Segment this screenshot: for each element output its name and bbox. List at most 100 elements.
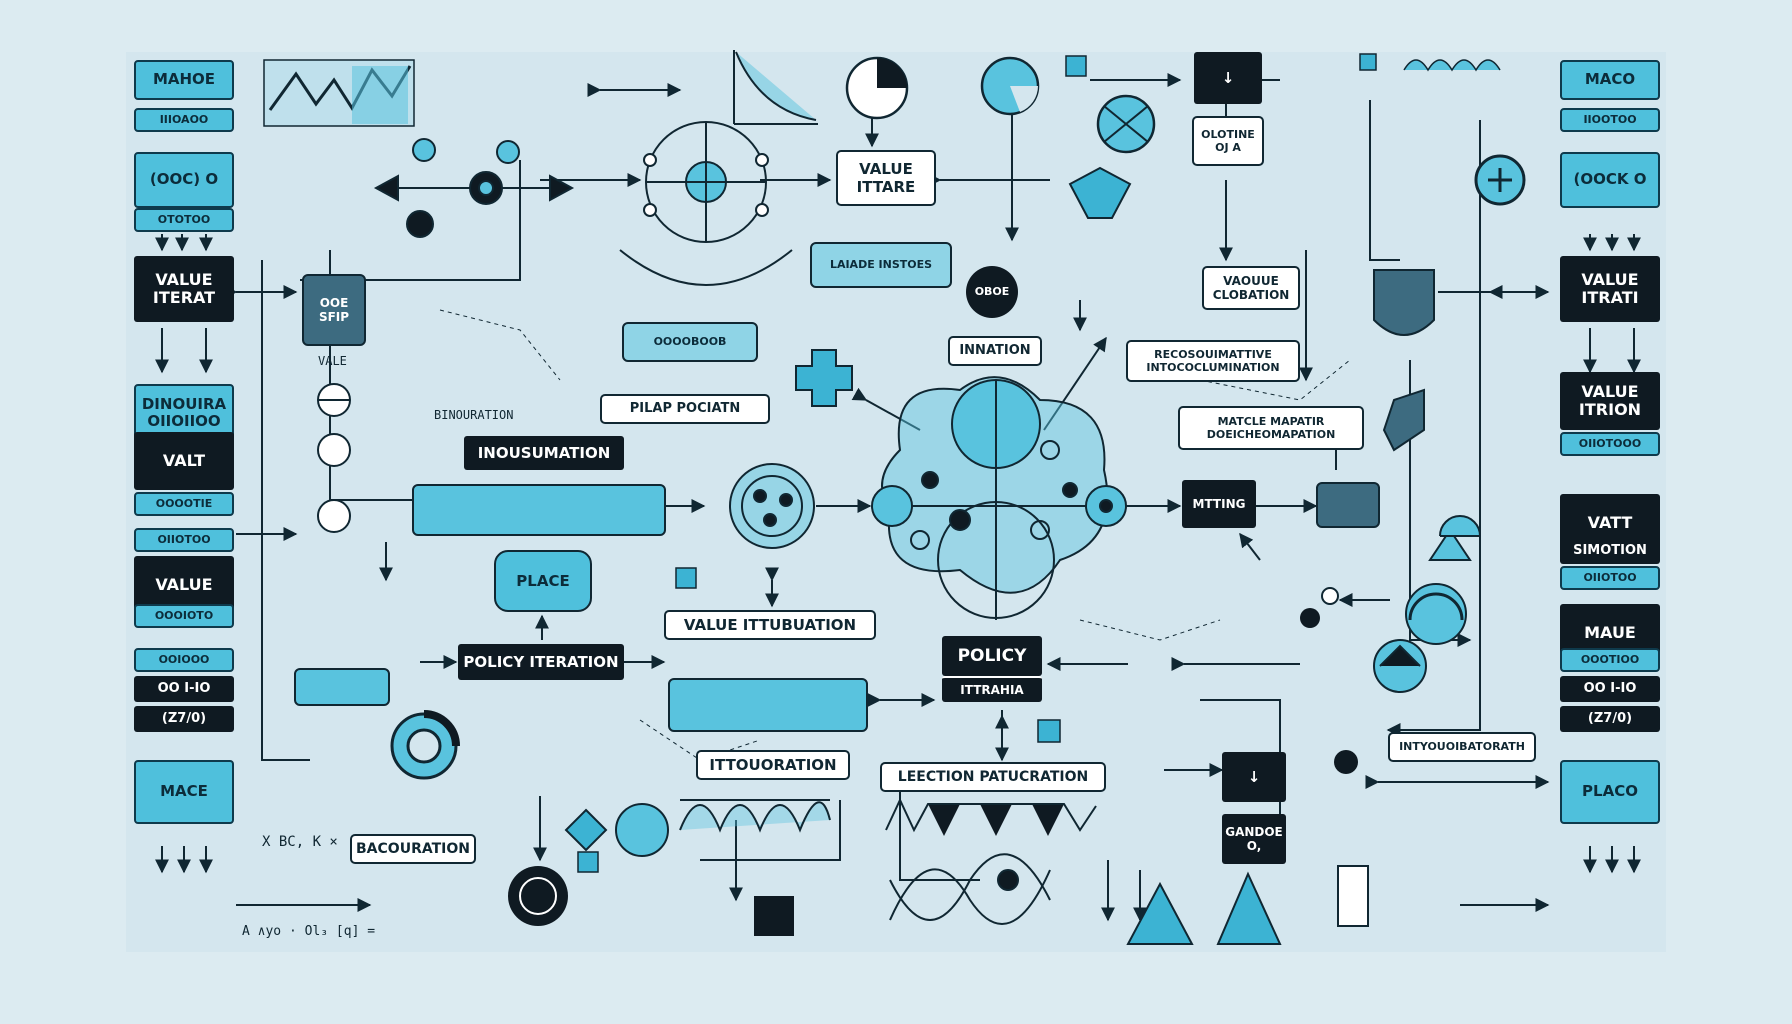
node-label: INNATION xyxy=(959,343,1031,359)
sidebar-item[interactable]: MACE xyxy=(134,760,234,824)
node-top-right-dark[interactable]: ↓ xyxy=(1194,52,1262,104)
process-bar[interactable] xyxy=(668,678,868,732)
value-note: VALE xyxy=(318,354,347,368)
sidebar-item[interactable]: PLACO xyxy=(1560,760,1660,824)
node-label: ↓ xyxy=(1247,768,1261,786)
node-bacouration[interactable]: BACOURATION xyxy=(350,834,476,864)
process-bar[interactable] xyxy=(1316,482,1380,528)
node-label: PLACE xyxy=(516,572,570,590)
node-label: PILAP POCIATN xyxy=(629,401,741,417)
triangle-icon xyxy=(1216,871,1282,945)
sidebar-item[interactable]: OOOTIOO xyxy=(1560,648,1660,672)
shield-icon xyxy=(1373,269,1435,336)
square-icon xyxy=(1037,719,1061,743)
sidebar-item[interactable]: VALT xyxy=(134,432,234,490)
node-label: RECOSOUIMATTIVE INTOCOCLUMINATION xyxy=(1146,347,1280,374)
node-label: POLICY xyxy=(957,645,1027,666)
node-label: VALUE ITTUBUATION xyxy=(683,616,857,634)
dashed-connector xyxy=(439,309,561,381)
node-value-clonation[interactable]: VAOUUE CLOBATION xyxy=(1202,266,1300,310)
sidebar-item[interactable]: SIMOTION xyxy=(1560,538,1660,564)
node-label: VAOUUE CLOBATION xyxy=(1212,273,1290,302)
node-chain-icon xyxy=(373,138,575,238)
connector xyxy=(700,800,841,861)
dashed-connector xyxy=(1199,359,1351,401)
triangle-icon xyxy=(1126,881,1194,945)
node-policy-iteration[interactable]: POLICY ITERATION xyxy=(458,644,624,680)
binouration-note: BINOURATION xyxy=(434,408,514,422)
sidebar-item[interactable]: OO I-IO xyxy=(134,676,234,702)
sidebar-item[interactable]: (OOCK O xyxy=(1560,152,1660,208)
process-bar[interactable] xyxy=(294,668,390,706)
sidebar-item[interactable]: IIIOAOO xyxy=(134,108,234,132)
node-label: MTTING xyxy=(1192,496,1246,511)
gauge-icon xyxy=(1373,515,1482,693)
node-mtting[interactable]: MTTING xyxy=(1182,480,1256,528)
node-place[interactable]: PLACE xyxy=(494,550,592,612)
sidebar-item[interactable]: MACO xyxy=(1560,60,1660,100)
segmented-circle-icon xyxy=(1096,94,1156,154)
zigzag-icon xyxy=(885,797,1097,836)
connector xyxy=(1200,699,1281,860)
pacman-pie-icon xyxy=(980,56,1040,116)
grid-icon xyxy=(1337,865,1369,927)
grid-icon xyxy=(754,896,794,936)
node-ittouoration[interactable]: ITTOUORATION xyxy=(696,750,850,780)
dark-circle-icon xyxy=(508,866,568,926)
sidebar-item[interactable]: OOOIOTO xyxy=(134,604,234,628)
node-itrahia[interactable]: ITTRAHIA xyxy=(942,676,1042,702)
node-laiade-instoes[interactable]: LAIADE INSTOES xyxy=(810,242,952,288)
node-lection-patucration[interactable]: LEECTION PATUCRATION xyxy=(880,762,1106,792)
node-inyouoibatorath[interactable]: INTYOUOIBATORATH xyxy=(1388,732,1536,762)
wave-chart-icon xyxy=(679,799,831,833)
node-long-bar[interactable]: OOOOBOOB xyxy=(622,322,758,362)
square-icon xyxy=(577,851,599,873)
sidebar-item[interactable]: OIIOTOO xyxy=(134,528,234,552)
connector xyxy=(851,387,921,431)
node-oboe[interactable]: OBOE xyxy=(966,266,1018,318)
pentagon-icon xyxy=(1068,166,1132,219)
node-recosouimattive[interactable]: RECOSOUIMATTIVE INTOCOCLUMINATION xyxy=(1126,340,1300,382)
process-bar[interactable] xyxy=(412,484,666,536)
connector xyxy=(261,260,310,761)
sidebar-item[interactable]: (Z7/0) xyxy=(1560,706,1660,732)
sidebar-item[interactable]: (OOC) O xyxy=(134,152,234,208)
node-label: VALUE ITTARE xyxy=(856,160,916,196)
sidebar-item[interactable]: IIOOTOO xyxy=(1560,108,1660,132)
node-label: GANDOE O, xyxy=(1225,824,1283,853)
node-value-itare[interactable]: VALUE ITTARE xyxy=(836,150,936,206)
donut-chart-icon xyxy=(390,710,460,780)
cyan-circle-icon xyxy=(615,803,669,857)
dot-icon xyxy=(1321,587,1339,605)
network-hub-icon xyxy=(619,121,793,286)
node-pilap-pociatn[interactable]: PILAP POCIATN xyxy=(600,394,770,424)
sidebar-item[interactable]: MAHOE xyxy=(134,60,234,100)
sidebar-item[interactable]: OOOOTIE xyxy=(134,492,234,516)
sidebar-item[interactable]: OO I-IO xyxy=(1560,676,1660,702)
node-olotine-oja[interactable]: OLOTINE OJ A xyxy=(1192,116,1264,166)
node-label: INTYOUOIBATORATH xyxy=(1399,740,1525,754)
node-inousumation[interactable]: INOUSUMATION xyxy=(464,436,624,470)
connector xyxy=(300,160,521,281)
sidebar-item[interactable]: VALUE ITRATI xyxy=(1560,256,1660,322)
node-label: OOE SFIP xyxy=(318,295,350,324)
node-value-ittubuation[interactable]: VALUE ITTUBUATION xyxy=(664,610,876,640)
node-innation[interactable]: INNATION xyxy=(948,336,1042,366)
node-gande-o[interactable]: GANDOE O, xyxy=(1222,814,1286,864)
plus-circle-icon xyxy=(1474,154,1526,206)
node-label: OOOOBOOB xyxy=(653,335,727,349)
node-bottom-right-dark[interactable]: ↓ xyxy=(1222,752,1286,802)
node-policy[interactable]: POLICY xyxy=(942,636,1042,676)
dot-icon xyxy=(1334,750,1358,774)
sidebar-item[interactable]: OIIOTOOO xyxy=(1560,432,1660,456)
node-matcle-mapatir[interactable]: MATCLE MAPATIR DOEICHEOMAPATION xyxy=(1178,406,1364,450)
sidebar-item[interactable]: OIIOTOO xyxy=(1560,566,1660,590)
sidebar-item[interactable]: (Z7/0) xyxy=(134,706,234,732)
line-chart-icon xyxy=(263,59,415,127)
sidebar-item[interactable]: OTOTOO xyxy=(134,208,234,232)
square-icon xyxy=(1065,55,1087,77)
sidebar-item[interactable]: VALUE ITERAT xyxy=(134,256,234,322)
sidebar-item[interactable]: VALUE ITRION xyxy=(1560,372,1660,430)
node-sfip[interactable]: OOE SFIP xyxy=(302,274,366,346)
sidebar-item[interactable]: OOIOOO xyxy=(134,648,234,672)
